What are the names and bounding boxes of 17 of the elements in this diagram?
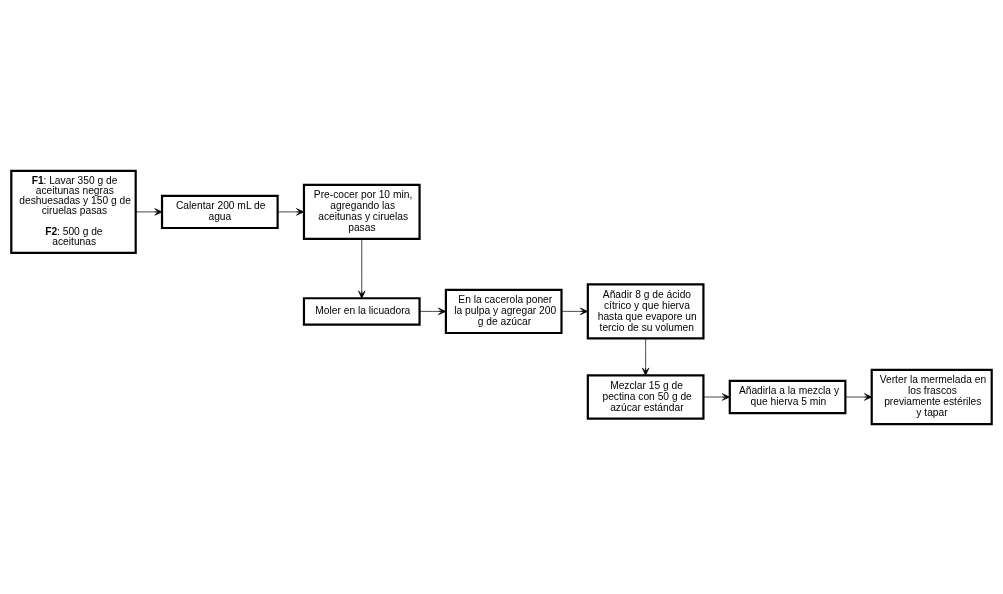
arrow (419, 307, 447, 315)
node-box: Añadirla a la mezcla y que hierva 5 min (728, 379, 847, 414)
node-box: Calentar 200 mL de agua (160, 194, 279, 229)
node-box: Pre-cocer por 10 min, agregando las aceitunas y ciruelas pasas (302, 183, 421, 240)
node-box: Mezclar 15 g de pectina con 50 g de azúcar estándar (586, 373, 705, 420)
arrow (277, 207, 305, 216)
arrow (845, 392, 873, 401)
node-box: Verter la mermelada en los frascos previamente estériles y tapar (870, 368, 993, 425)
arrow (358, 238, 366, 299)
node-box: F1: Lavar 350 g de aceitunas negras deshuesadas y 150 g de ciruelas pasas F2: 500 g de aceitunas (10, 169, 137, 254)
arrow (135, 207, 163, 216)
arrow (561, 307, 588, 315)
arrow (703, 392, 730, 401)
node-box: Moler en la licuadora (302, 296, 421, 326)
arrow (641, 337, 650, 376)
node-box: Añadir 8 g de ácido cítrico y que hierva hasta que evapore un tercio de su volumen (586, 282, 705, 340)
node-box: En la cacerola poner la pulpa y agregar 200 g de azúcar (444, 288, 563, 334)
